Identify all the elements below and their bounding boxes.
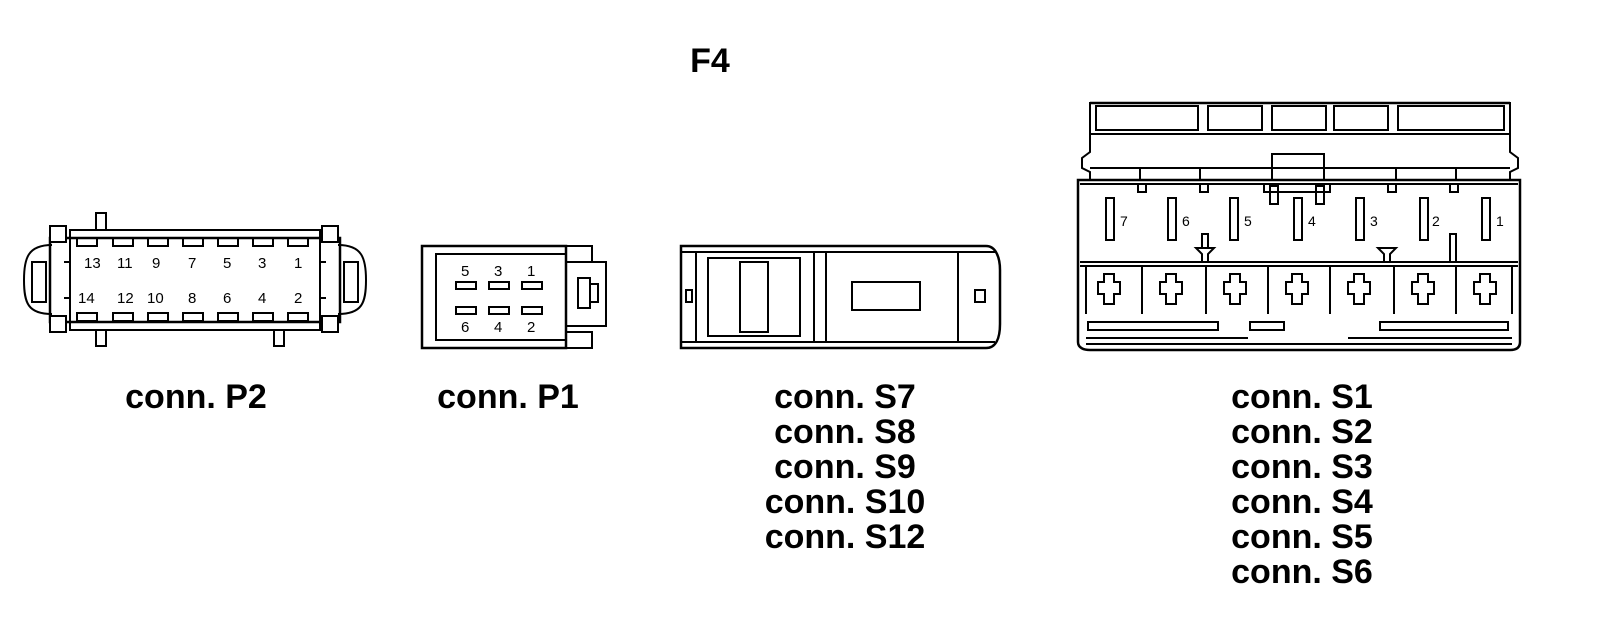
pin-number: 6 [223, 290, 231, 307]
pin-number: 10 [147, 290, 164, 307]
pin-number: 11 [117, 255, 133, 272]
connector-label-line: conn. S2 [1231, 413, 1373, 451]
connector-s1-pin-numbers: 7 6 5 4 3 2 1 [1120, 213, 1504, 229]
pin-number: 8 [188, 290, 196, 307]
connector-p1-pin-numbers: 5 3 1 6 4 2 [461, 263, 535, 336]
connector-p1-drawing [420, 244, 607, 350]
pin-number: 14 [78, 290, 95, 307]
pin-number: 2 [294, 290, 302, 307]
connector-label-line: conn. P2 [125, 378, 267, 416]
pin-number: 4 [258, 290, 266, 307]
pin-number: 7 [1120, 213, 1128, 229]
pin-number: 9 [152, 255, 160, 272]
pin-number: 5 [1244, 213, 1252, 229]
pin-number: 1 [1496, 213, 1504, 229]
pin-number: 5 [461, 263, 469, 280]
pin-number: 3 [494, 263, 502, 280]
pin-number: 12 [117, 290, 134, 307]
connector-label-line: conn. S9 [774, 448, 916, 486]
pin-number: 7 [188, 255, 196, 272]
pin-number: 6 [461, 319, 469, 336]
connector-p1-label: conn. P1 [408, 380, 608, 415]
connector-s1-drawing [1076, 101, 1522, 352]
connector-s7-label: conn. S7 conn. S8 conn. S9 conn. S10 con… [735, 380, 955, 555]
connector-p2-label: conn. P2 [96, 380, 296, 415]
connector-s7-drawing [679, 244, 1002, 350]
connector-label-line: conn. S10 [764, 483, 926, 521]
pin-number: 2 [1432, 213, 1440, 229]
connector-label-line: conn. S8 [774, 413, 916, 451]
connector-p2-pin-numbers: 13 11 9 7 5 3 1 14 12 10 8 6 4 2 [78, 255, 302, 307]
pin-number: 1 [527, 263, 535, 280]
pin-number: 2 [527, 319, 535, 336]
pin-number: 3 [1370, 213, 1378, 229]
connector-label-line: conn. P1 [437, 378, 579, 416]
connector-p2-drawing [22, 212, 368, 347]
pin-number: 4 [494, 319, 502, 336]
pin-number: 1 [294, 255, 302, 272]
pin-number: 4 [1308, 213, 1316, 229]
diagram-title: F4 [690, 42, 730, 80]
connector-label-line: conn. S6 [1231, 553, 1373, 591]
connector-label-line: conn. S12 [764, 518, 926, 556]
pin-number: 5 [223, 255, 231, 272]
pin-number: 3 [258, 255, 266, 272]
connector-label-line: conn. S7 [774, 378, 916, 416]
connector-label-line: conn. S1 [1231, 378, 1373, 416]
pin-number: 6 [1182, 213, 1190, 229]
connector-s1-label: conn. S1 conn. S2 conn. S3 conn. S4 conn… [1192, 380, 1412, 590]
connector-label-line: conn. S3 [1231, 448, 1373, 486]
pin-number: 13 [84, 255, 101, 272]
connector-label-line: conn. S5 [1231, 518, 1373, 556]
connector-label-line: conn. S4 [1231, 483, 1373, 521]
